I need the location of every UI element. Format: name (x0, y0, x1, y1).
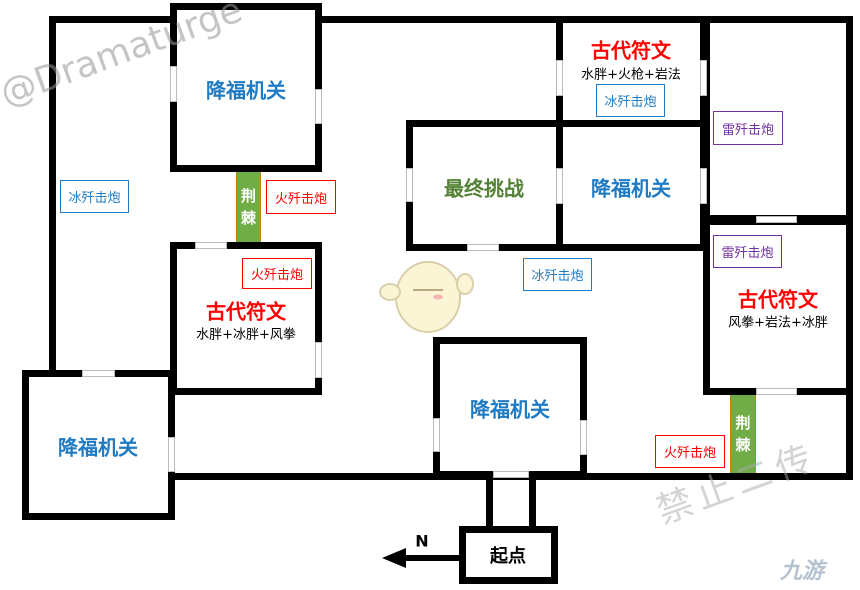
door (168, 437, 175, 472)
north-arrow-icon (382, 548, 460, 568)
thorn-char: 棘 (735, 436, 751, 454)
rune-combo: 水胖+火枪+岩法 (581, 67, 681, 83)
door (493, 471, 529, 478)
start-label: 起点 (490, 546, 526, 567)
door (756, 216, 797, 223)
mascot-icon (379, 261, 474, 333)
fire-cannon-tag: 火歼击炮 (266, 180, 336, 214)
rune-combo: 水胖+冰胖+风拳 (196, 327, 296, 343)
wall-left (49, 16, 56, 373)
wall-top (49, 16, 853, 23)
fire-cannon-tag: 火歼击炮 (655, 435, 725, 468)
thunder-cannon-tag: 雷歼击炮 (713, 111, 783, 145)
ice-cannon-tag: 冰歼击炮 (596, 84, 665, 117)
room-start (459, 526, 558, 584)
door (315, 342, 322, 378)
room-title: 古代符文 (206, 299, 286, 324)
compass-label: N (415, 531, 429, 551)
thunder-cannon-tag: 雷歼击炮 (713, 235, 782, 268)
door (195, 242, 227, 249)
room-title: 降福机关 (58, 435, 138, 460)
thorn-char: 荆 (735, 414, 751, 432)
door (700, 168, 707, 204)
door (315, 89, 322, 124)
thorn-char: 荆 (240, 187, 256, 205)
door (556, 168, 563, 204)
room-bottom-center (433, 337, 587, 478)
fire-cannon-tag: 火歼击炮 (242, 258, 312, 289)
door (756, 388, 797, 395)
door (82, 370, 115, 377)
door (406, 168, 413, 202)
wall-passage-left (486, 476, 493, 530)
room-title: 降福机关 (470, 397, 550, 422)
ice-cannon-tag: 冰歼击炮 (60, 180, 129, 213)
door (170, 66, 177, 102)
door (433, 418, 440, 452)
logo-watermark: 九游 (780, 559, 825, 584)
thorn-barrier-left: 荆棘 (236, 172, 261, 242)
room-title: 最终挑战 (444, 176, 524, 201)
door (580, 420, 587, 455)
room-title: 降福机关 (206, 78, 286, 103)
rune-combo: 风拳+岩法+冰胖 (728, 315, 828, 331)
ice-cannon-tag: 冰歼击炮 (523, 258, 592, 291)
room-title: 降福机关 (591, 176, 671, 201)
wall-passage-right (529, 476, 536, 530)
door (700, 60, 707, 96)
room-title: 古代符文 (591, 38, 671, 63)
thorn-barrier-right: 荆棘 (730, 395, 756, 473)
door (467, 244, 499, 251)
thorn-char: 棘 (240, 209, 256, 227)
room-title: 古代符文 (738, 287, 818, 312)
door (556, 60, 563, 96)
